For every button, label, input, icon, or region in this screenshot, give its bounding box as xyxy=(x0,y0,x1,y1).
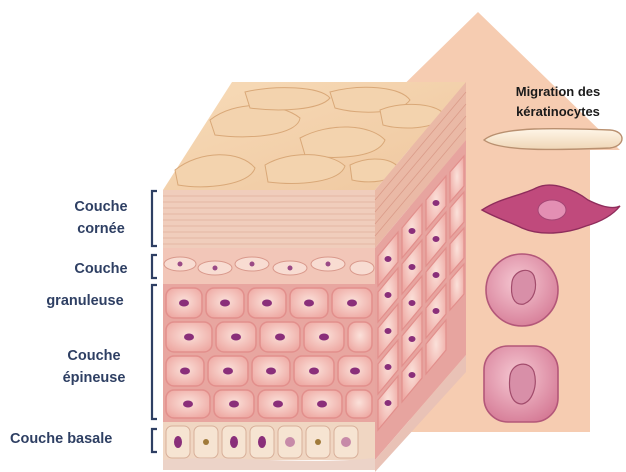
bracket-granular xyxy=(152,255,157,278)
label-couche-granuleuse-1: Couche xyxy=(58,258,144,280)
skin-block xyxy=(163,82,466,472)
bracket-basal xyxy=(152,429,157,452)
bracket-corneum xyxy=(152,191,157,246)
bracket-spinous xyxy=(152,285,157,419)
basal-keratinocyte-icon xyxy=(484,346,558,422)
corneocyte-icon xyxy=(484,129,622,150)
label-couche-epineuse: Couche épineuse xyxy=(46,345,142,389)
label-couche-basale: Couche basale xyxy=(10,428,150,450)
layer-brackets xyxy=(152,191,157,452)
label-couche-granuleuse-2: granuleuse xyxy=(30,290,140,312)
spinous-keratinocyte-icon xyxy=(486,254,558,326)
corneum-front-face xyxy=(163,190,375,248)
label-couche-cornee: Couche cornée xyxy=(58,196,144,240)
migration-title: Migration des kératinocytes xyxy=(498,82,618,122)
